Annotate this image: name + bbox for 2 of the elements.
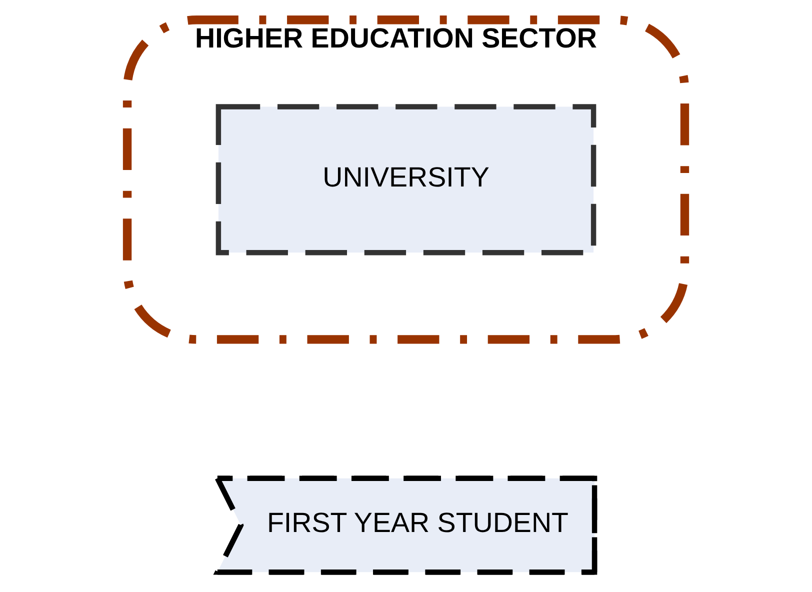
node-box	[216, 104, 596, 256]
diagram: HIGHER EDUCATION SECTOR UNIVERSITY FIRST YEAR STUDENT	[6, 6, 806, 586]
